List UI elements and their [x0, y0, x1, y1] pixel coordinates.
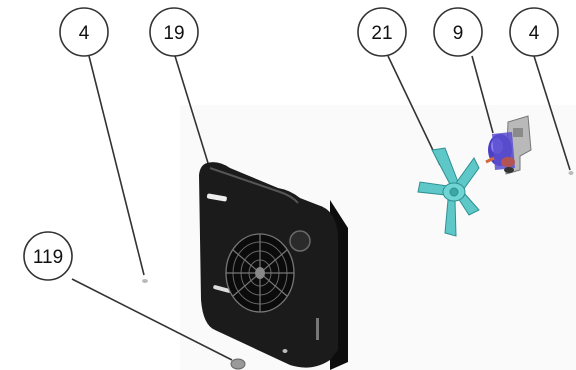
callout-label: 9	[453, 23, 464, 44]
fan-cover-part	[199, 162, 348, 370]
leader-line-19	[174, 55, 209, 164]
callout-9: 9	[433, 7, 483, 57]
callout-label: 21	[371, 23, 392, 44]
callout-label: 19	[163, 23, 184, 44]
leader-line-4-right	[533, 55, 571, 171]
fan-blade-part	[417, 147, 480, 237]
callout-label: 4	[529, 23, 540, 44]
callout-label: 119	[33, 247, 63, 268]
leader-line-21	[387, 55, 441, 166]
callout-4-left: 4	[59, 7, 109, 57]
callout-4-right: 4	[509, 7, 559, 57]
leader-lines	[71, 55, 571, 361]
callout-119: 119	[23, 231, 73, 281]
leader-line-119	[71, 278, 233, 361]
screw-part-right	[568, 171, 574, 175]
motor-part	[485, 115, 532, 175]
callout-19: 19	[149, 7, 199, 57]
leader-line-4-left	[88, 55, 145, 276]
leader-line-9	[471, 55, 494, 134]
connector-part-119	[230, 349, 288, 370]
callout-label: 4	[79, 23, 90, 44]
callout-21: 21	[357, 7, 407, 57]
callout-bubbles: 4 19 21 9 4 119	[23, 7, 559, 281]
screw-part-left	[142, 279, 148, 283]
fan-grill	[225, 233, 295, 313]
